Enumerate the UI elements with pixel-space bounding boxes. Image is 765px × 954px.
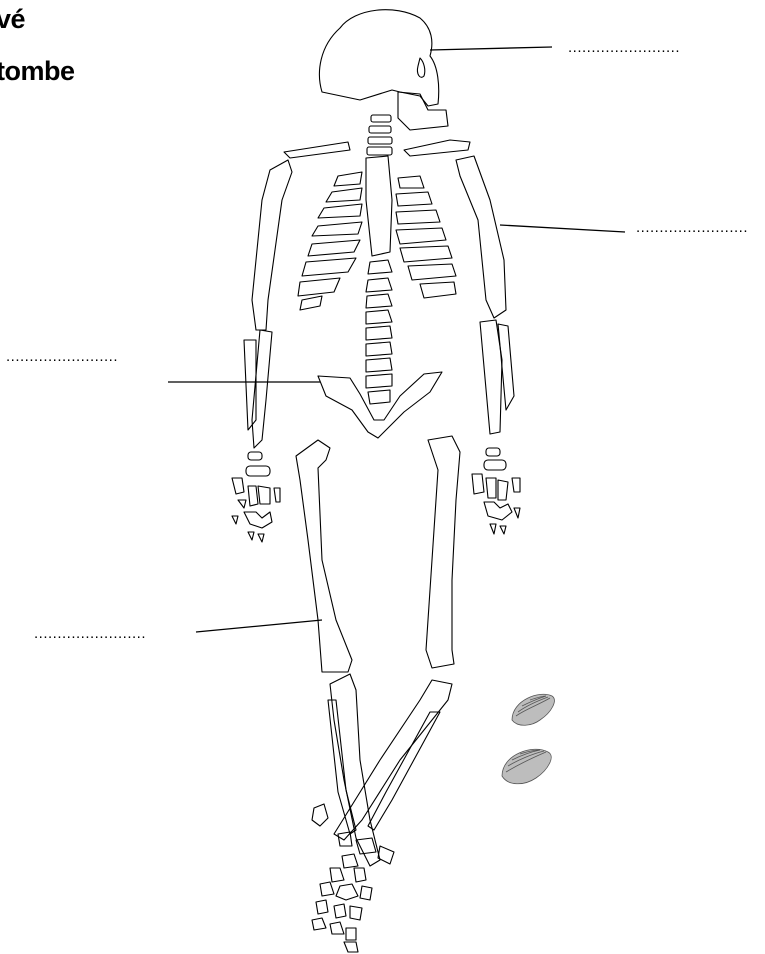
leader-lines	[168, 47, 625, 632]
left-hand	[232, 452, 280, 542]
leader-skull	[430, 47, 552, 50]
right-ribs	[396, 176, 456, 298]
right-humerus	[456, 156, 506, 318]
leader-femur	[196, 620, 322, 632]
label-skull: ........................	[568, 40, 680, 56]
left-ribs	[298, 172, 362, 310]
sternum	[366, 156, 392, 256]
right-hand	[472, 448, 520, 534]
leader-arm	[500, 225, 625, 232]
left-humerus	[252, 160, 292, 330]
left-clavicle	[284, 142, 350, 158]
cervical-vertebrae	[367, 115, 392, 155]
pelvis	[318, 372, 442, 438]
label-femur: ........................	[34, 626, 146, 642]
label-arm: ........................	[636, 220, 748, 236]
left-femur	[296, 440, 352, 672]
right-clavicle	[404, 140, 470, 156]
shell-1	[512, 694, 554, 725]
skull	[319, 10, 448, 130]
left-lower-leg	[328, 674, 380, 866]
shell-2	[502, 749, 551, 784]
label-pelvis: ........................	[6, 349, 118, 365]
spine	[366, 260, 392, 404]
right-femur	[426, 436, 460, 668]
right-forearm	[480, 320, 514, 434]
left-forearm	[244, 330, 272, 448]
